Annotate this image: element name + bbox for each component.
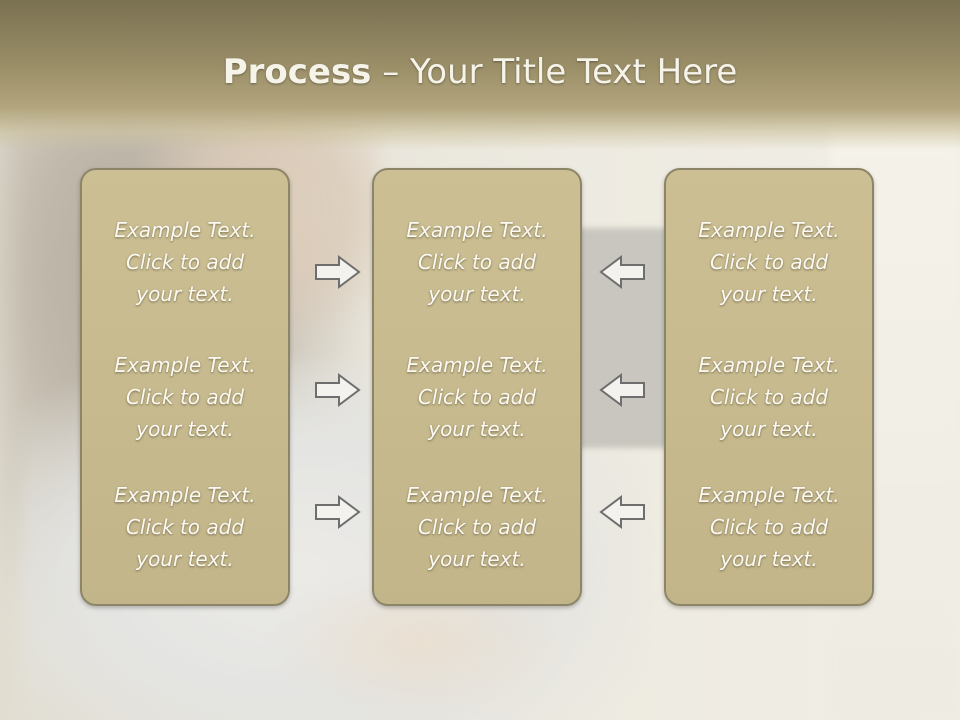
text-line: Click to add [417,385,537,409]
text-line: your text. [428,417,526,441]
box-1-text-3[interactable]: Example Text. Click to add your text. [82,479,288,575]
text-line: Example Text. [698,218,840,242]
right-arrow-icon [313,254,363,290]
box-2-text-1[interactable]: Example Text. Click to add your text. [374,214,580,310]
box-2-text-2[interactable]: Example Text. Click to add your text. [374,349,580,445]
box-2-text-3[interactable]: Example Text. Click to add your text. [374,479,580,575]
title-bold: Process [222,52,372,92]
text-line: your text. [136,417,234,441]
text-line: Example Text. [698,483,840,507]
text-line: your text. [720,417,818,441]
text-line: Example Text. [114,218,256,242]
text-line: Click to add [417,250,537,274]
text-line: your text. [428,547,526,571]
right-arrow-icon [313,372,363,408]
text-line: Click to add [709,250,829,274]
text-line: your text. [720,547,818,571]
text-line: your text. [428,282,526,306]
left-arrow-icon [597,254,647,290]
right-arrow-icon [313,494,363,530]
box-3-text-2[interactable]: Example Text. Click to add your text. [666,349,872,445]
process-box-3[interactable]: Example Text. Click to add your text. Ex… [664,168,874,606]
slide-title[interactable]: Process – Your Title Text Here [0,52,960,92]
text-line: Example Text. [114,353,256,377]
text-line: Click to add [125,250,245,274]
title-rest: – Your Title Text Here [371,52,738,92]
text-line: Click to add [125,515,245,539]
text-line: Example Text. [698,353,840,377]
text-line: Example Text. [406,483,548,507]
left-arrow-icon [597,372,647,408]
process-box-1[interactable]: Example Text. Click to add your text. Ex… [80,168,290,606]
header-band [0,0,960,150]
text-line: your text. [136,547,234,571]
text-line: Click to add [709,385,829,409]
text-line: Click to add [709,515,829,539]
text-line: Click to add [125,385,245,409]
left-arrow-icon [597,494,647,530]
box-1-text-2[interactable]: Example Text. Click to add your text. [82,349,288,445]
text-line: Example Text. [406,353,548,377]
box-1-text-1[interactable]: Example Text. Click to add your text. [82,214,288,310]
text-line: Example Text. [406,218,548,242]
box-3-text-3[interactable]: Example Text. Click to add your text. [666,479,872,575]
background-photo-hand [270,590,570,720]
text-line: Example Text. [114,483,256,507]
process-box-2[interactable]: Example Text. Click to add your text. Ex… [372,168,582,606]
box-3-text-1[interactable]: Example Text. Click to add your text. [666,214,872,310]
text-line: your text. [720,282,818,306]
text-line: your text. [136,282,234,306]
text-line: Click to add [417,515,537,539]
